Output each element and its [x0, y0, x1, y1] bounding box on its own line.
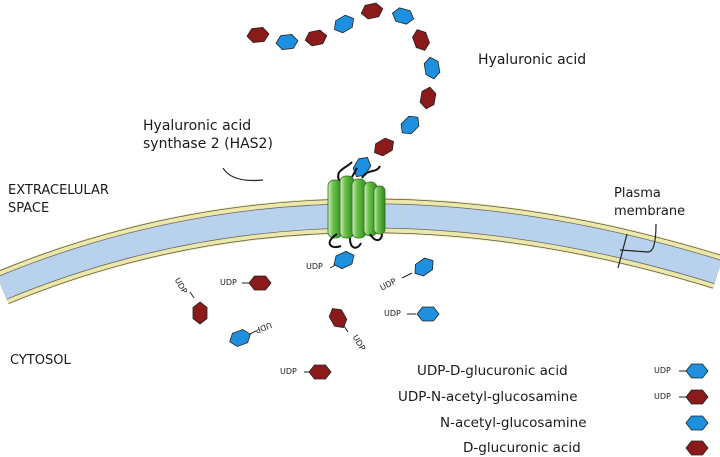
red-hexagon-icon: [410, 26, 432, 54]
red-hexagon-icon: [245, 26, 271, 44]
legend-udp-tag: UDP: [654, 366, 671, 375]
has2-leader-line: [222, 167, 264, 182]
blue-hexagon-icon: [330, 11, 358, 37]
label-plasma-line1: Plasma: [614, 186, 661, 201]
blue-hexagon-icon: [349, 153, 375, 181]
label-has2-line2: synthase 2 (HAS2): [143, 136, 273, 152]
red-hexagon-icon: [418, 85, 438, 111]
blue-hexagon-icon: [274, 33, 300, 51]
red-hexagon-icon: [370, 134, 398, 160]
red-hexagon-icon: [248, 275, 272, 291]
udp-tag: UDP: [220, 278, 237, 287]
red-hexagon-icon: [359, 1, 385, 21]
blue-hexagon-icon: [416, 306, 440, 322]
legend-label: N-acetyl-glucosamine: [440, 415, 587, 431]
blue-hexagon-icon: [330, 248, 358, 272]
label-extracellular-line2: SPACE: [8, 201, 50, 216]
label-hyaluronic-acid: Hyaluronic acid: [478, 52, 587, 68]
label-cytosol: CYTOSOL: [10, 353, 71, 368]
blue-hexagon-icon: [396, 111, 424, 139]
red-hexagon-icon: [685, 440, 709, 456]
plasma-membrane-leader-line: [617, 223, 657, 269]
legend-label: UDP-N-acetyl-glucosamine: [398, 389, 578, 405]
red-hexagon-icon: [192, 301, 208, 325]
legend-udp-tag: UDP: [654, 392, 671, 401]
udp-tag: UDP: [306, 262, 323, 271]
red-hexagon-icon: [685, 389, 709, 405]
blue-hexagon-icon: [410, 254, 438, 280]
red-hexagon-icon: [308, 364, 332, 380]
red-hexagon-icon: [325, 304, 351, 332]
blue-hexagon-icon: [422, 55, 442, 81]
red-hexagon-icon: [303, 28, 329, 48]
has2-protein: [327, 161, 386, 249]
blue-hexagon-icon: [226, 327, 254, 349]
label-extracellular-line1: EXTRACELULAR: [8, 183, 109, 198]
legend-label: UDP-D-glucuronic acid: [417, 363, 568, 379]
hyaluronic-acid-chain: [245, 1, 442, 181]
label-plasma-line2: membrane: [614, 204, 686, 219]
blue-hexagon-icon: [685, 415, 709, 431]
legend-label: D-glucuronic acid: [463, 440, 581, 456]
udp-tag: UDP: [280, 367, 297, 376]
cytosol-sugars: [189, 248, 440, 380]
blue-hexagon-icon: [390, 5, 416, 27]
legend-symbols: [679, 363, 709, 456]
udp-tag: UDP: [384, 309, 401, 318]
label-has2-line1: Hyaluronic acid: [143, 118, 252, 134]
blue-hexagon-icon: [685, 363, 709, 379]
